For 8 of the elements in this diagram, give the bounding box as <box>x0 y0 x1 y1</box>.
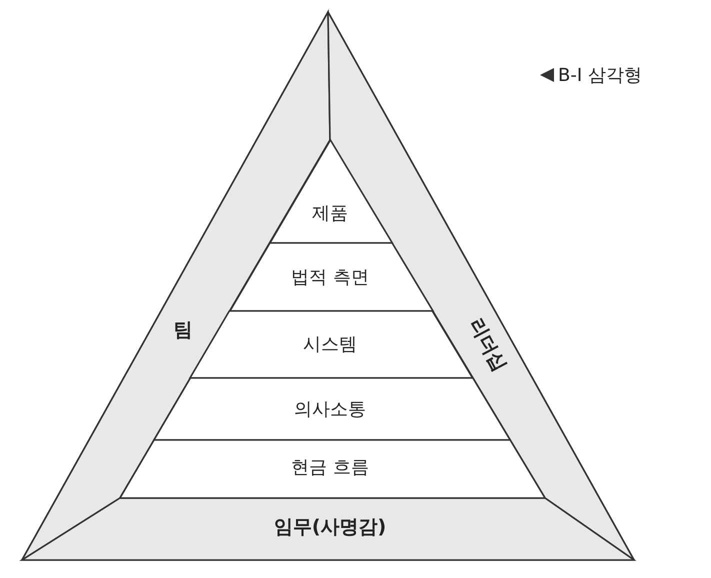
layer-label: 법적 측면 <box>291 266 369 289</box>
layer-label: 시스템 <box>302 333 357 356</box>
layer-label: 현금 흐름 <box>291 456 369 479</box>
band-label: 팀 <box>174 318 192 343</box>
layer-label: 제품 <box>312 202 348 225</box>
figure-caption: B-I 삼각형 <box>558 64 642 87</box>
layer-label: 의사소통 <box>294 398 366 421</box>
band-label: 임무(사명감) <box>274 515 386 540</box>
